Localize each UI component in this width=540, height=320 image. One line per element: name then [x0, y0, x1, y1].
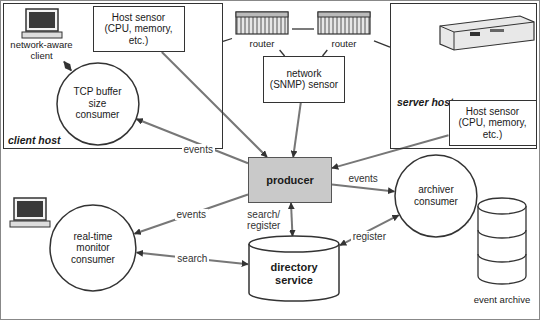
client-icon-node: network-aware client — [6, 6, 78, 62]
host-region: client host Host sensor (CPU, memory, etc… — [3, 3, 223, 149]
disk-stack-icon — [478, 198, 526, 284]
node-label: archiver consumer — [406, 182, 467, 209]
node-label: directory service — [252, 259, 336, 288]
consumer-circle: real-time monitor consumer — [49, 204, 137, 292]
flow-arrow — [135, 195, 249, 234]
router-node: router — [232, 8, 292, 50]
circle-shape — [57, 63, 139, 145]
node-label: network (SNMP) sensor — [266, 66, 342, 93]
flow-arrow — [291, 203, 293, 236]
node-label: router — [232, 39, 292, 50]
flow-arrow — [332, 185, 394, 192]
node-label: TCP buffer size consumer — [67, 84, 128, 123]
node-label: Host sensor (CPU, memory, etc.) — [96, 10, 182, 49]
server-icon — [440, 16, 534, 50]
flow-arrow — [340, 215, 399, 245]
sensor-box: Host sensor (CPU, memory, etc.) — [449, 100, 537, 147]
node-label: client host — [8, 134, 61, 146]
circle-shape — [395, 155, 477, 237]
flow-arrow — [162, 52, 267, 157]
directory-cylinder: directory service — [248, 236, 340, 302]
flow-arrow — [137, 253, 248, 265]
link-line — [292, 28, 314, 29]
node-label: producer — [263, 172, 317, 189]
circle-shape — [50, 205, 136, 291]
edge-label: events — [175, 209, 208, 220]
client-computer-icon — [22, 9, 62, 38]
host-region: server hostHost sensor (CPU, memory, etc… — [390, 3, 537, 149]
link-line — [374, 41, 390, 47]
node-label: router — [314, 39, 374, 50]
edge-label: events — [346, 173, 379, 184]
node-label: event archive — [468, 295, 536, 306]
producer-box: producer — [248, 157, 332, 203]
sensor-box: Host sensor (CPU, memory, etc.) — [93, 6, 185, 53]
router-node: router — [314, 8, 374, 50]
flow-arrow — [137, 119, 249, 163]
sensor-box: network (SNMP) sensor — [263, 56, 345, 103]
router-icon — [236, 12, 288, 34]
cylinder-rim — [249, 244, 339, 252]
router-icon — [318, 12, 370, 34]
link-line — [223, 39, 232, 42]
edge-label: search — [175, 253, 209, 264]
node-label: real-time monitor consumer — [61, 229, 125, 268]
flow-arrow — [64, 62, 71, 71]
edge-label: register — [351, 231, 388, 242]
monitor-computer-icon — [10, 198, 50, 227]
edge-label: search/ register — [238, 209, 290, 231]
flow-arrow — [293, 103, 301, 158]
node-label: server host — [397, 96, 454, 108]
consumer-circle: TCP buffer size consumer — [56, 62, 140, 146]
node-label: network-aware client — [6, 40, 78, 62]
edge-label: events — [182, 144, 215, 155]
archive-node: event archive — [468, 196, 536, 306]
cylinder-body — [249, 236, 339, 301]
node-label: Host sensor (CPU, memory, etc.) — [452, 104, 534, 143]
consumer-circle: archiver consumer — [394, 154, 478, 238]
